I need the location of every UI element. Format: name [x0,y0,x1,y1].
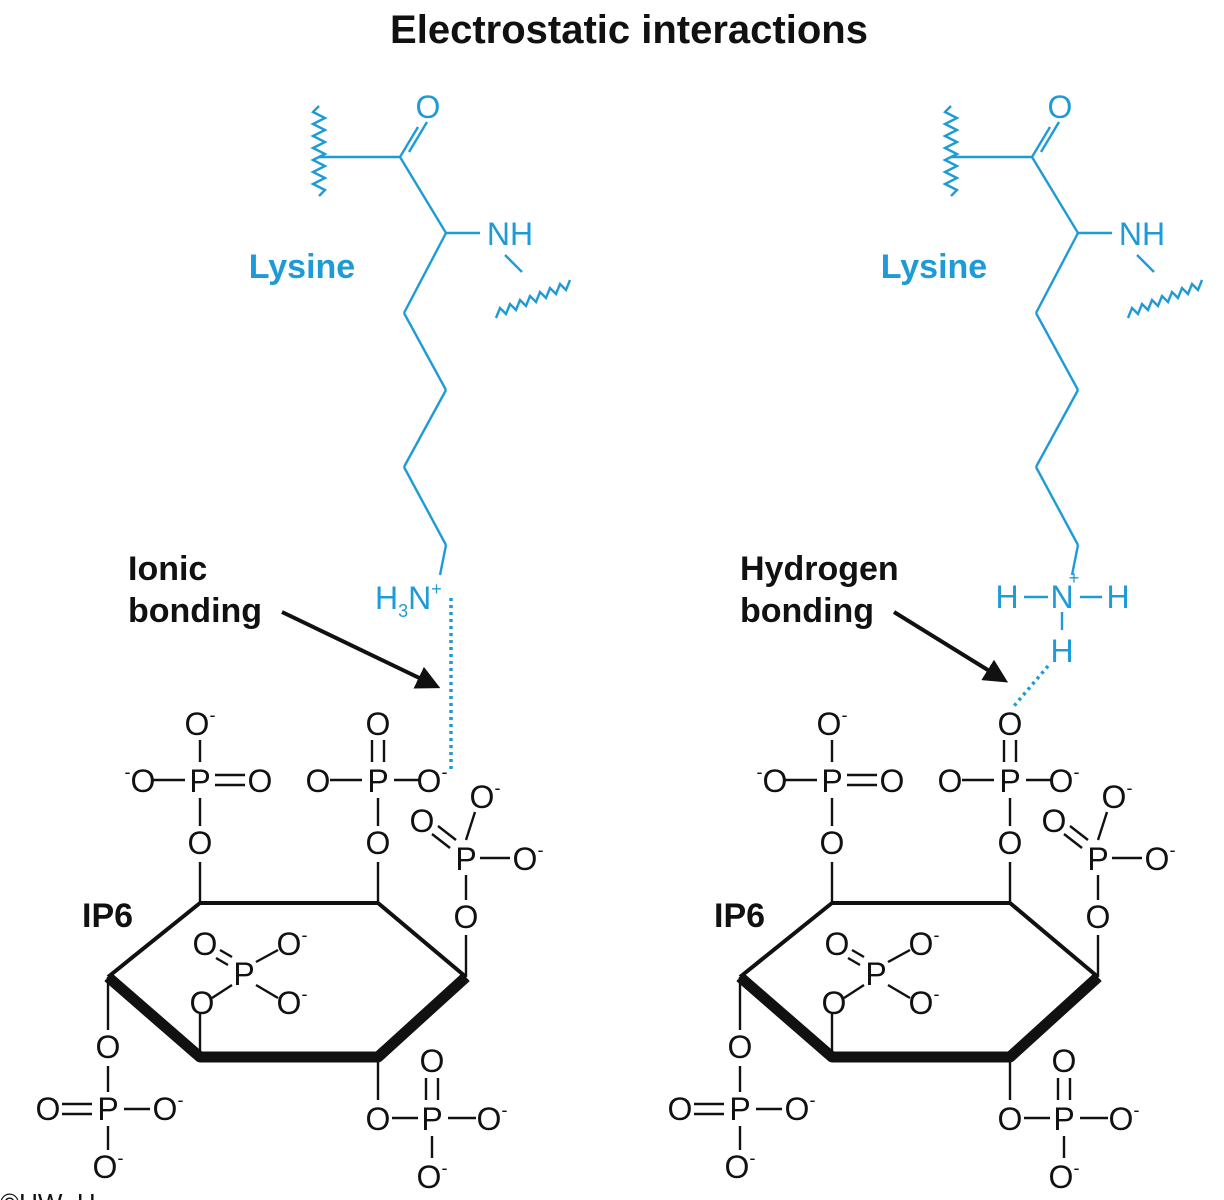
svg-text:P: P [189,763,210,799]
ammonium-group: H N + H H [995,568,1129,669]
svg-text:O-: O- [277,984,308,1021]
svg-text:O-: O- [817,705,848,742]
svg-text:P: P [367,763,388,799]
svg-text:H: H [1050,633,1073,669]
svg-text:O: O [454,899,479,935]
panel-hydrogen: O NH Lysine H N + H H Hydrogen bonding I… [668,89,1204,1195]
svg-text:+: + [1069,568,1080,588]
svg-text:O: O [190,985,215,1021]
svg-text:O: O [188,825,213,861]
svg-text:O: O [825,926,850,962]
svg-text:O: O [306,763,331,799]
ammonium-group: H3N+ [375,579,442,621]
svg-text:O-: O- [470,778,501,815]
lysine-chain-left [311,104,572,577]
svg-text:H: H [995,579,1018,615]
bond-label-line1: Ionic [128,550,207,588]
svg-text:O-: O- [785,1090,816,1127]
svg-text:P: P [421,1101,442,1137]
svg-text:P: P [865,956,886,992]
amide-nh: NH [1119,216,1165,252]
lysine-label: Lysine [881,248,987,286]
svg-text:P: P [729,1091,750,1127]
svg-text:O-: O- [513,840,544,877]
svg-text:H: H [1106,579,1129,615]
ip6-label: IP6 [714,897,765,935]
svg-text:O-: O- [725,1148,756,1185]
svg-text:O: O [420,1043,445,1079]
svg-text:O-: O- [417,762,448,799]
svg-text:O-: O- [417,1158,448,1195]
copyright-text: ©UW–H [0,1188,96,1200]
svg-text:O: O [1042,803,1067,839]
svg-text:O-: O- [1109,1100,1140,1137]
svg-text:O-: O- [1049,1158,1080,1195]
svg-text:O: O [96,1029,121,1065]
svg-text:O: O [998,1101,1023,1137]
svg-text:O: O [248,763,273,799]
svg-text:O: O [366,825,391,861]
svg-text:O: O [998,825,1023,861]
svg-text:O-: O- [909,984,940,1021]
svg-text:P: P [821,763,842,799]
svg-text:O-: O- [277,925,308,962]
svg-text:-O: -O [125,762,156,799]
svg-text:O: O [1086,899,1111,935]
svg-text:P: P [455,841,476,877]
svg-text:O-: O- [153,1090,184,1127]
pointer-arrow [892,610,1009,683]
diagram-title: Electrostatic interactions [390,8,868,52]
svg-text:O-: O- [477,1100,508,1137]
amide-nh: NH [487,216,533,252]
svg-text:O-: O- [185,705,216,742]
svg-text:O: O [880,763,905,799]
bond-label-line2: bonding [740,592,874,630]
svg-text:O-: O- [93,1148,124,1185]
amide-oxygen: O [416,89,441,125]
amide-oxygen: O [1048,89,1073,125]
svg-text:O-: O- [1049,762,1080,799]
svg-text:O: O [820,825,845,861]
svg-text:O: O [668,1091,693,1127]
svg-text:O: O [366,706,391,742]
svg-text:O-: O- [1145,840,1176,877]
svg-text:O: O [822,985,847,1021]
panel-ionic: O NH Lysine H3N+ Ionic bonding IP6 O- -O… [36,89,572,1195]
svg-text:O: O [998,706,1023,742]
svg-text:O: O [1052,1043,1077,1079]
phosphate-atoms-right: O- -O P O O O O P O- O O- O P O- O O P O… [668,705,1176,1195]
bond-label-line1: Hydrogen [740,550,899,588]
svg-text:O: O [728,1029,753,1065]
svg-text:P: P [1053,1101,1074,1137]
lysine-label: Lysine [249,248,355,286]
svg-text:O: O [366,1101,391,1137]
lysine-chain-right [943,104,1204,577]
ip6-label: IP6 [82,897,133,935]
svg-text:O: O [193,926,218,962]
svg-text:-O: -O [757,762,788,799]
svg-text:O-: O- [1102,778,1133,815]
hydrogen-bond-line [1012,664,1050,708]
pointer-arrow [281,610,441,689]
svg-text:P: P [999,763,1020,799]
svg-text:N: N [1050,579,1073,615]
svg-text:P: P [97,1091,118,1127]
svg-text:P: P [1087,841,1108,877]
svg-text:O-: O- [909,925,940,962]
bond-label-line2: bonding [128,592,262,630]
svg-text:P: P [233,956,254,992]
svg-text:O: O [36,1091,61,1127]
svg-text:O: O [410,803,435,839]
phosphate-atoms-left: O- -O P O O O O P O- O O- O P O- O O P O… [36,705,544,1195]
svg-text:O: O [938,763,963,799]
